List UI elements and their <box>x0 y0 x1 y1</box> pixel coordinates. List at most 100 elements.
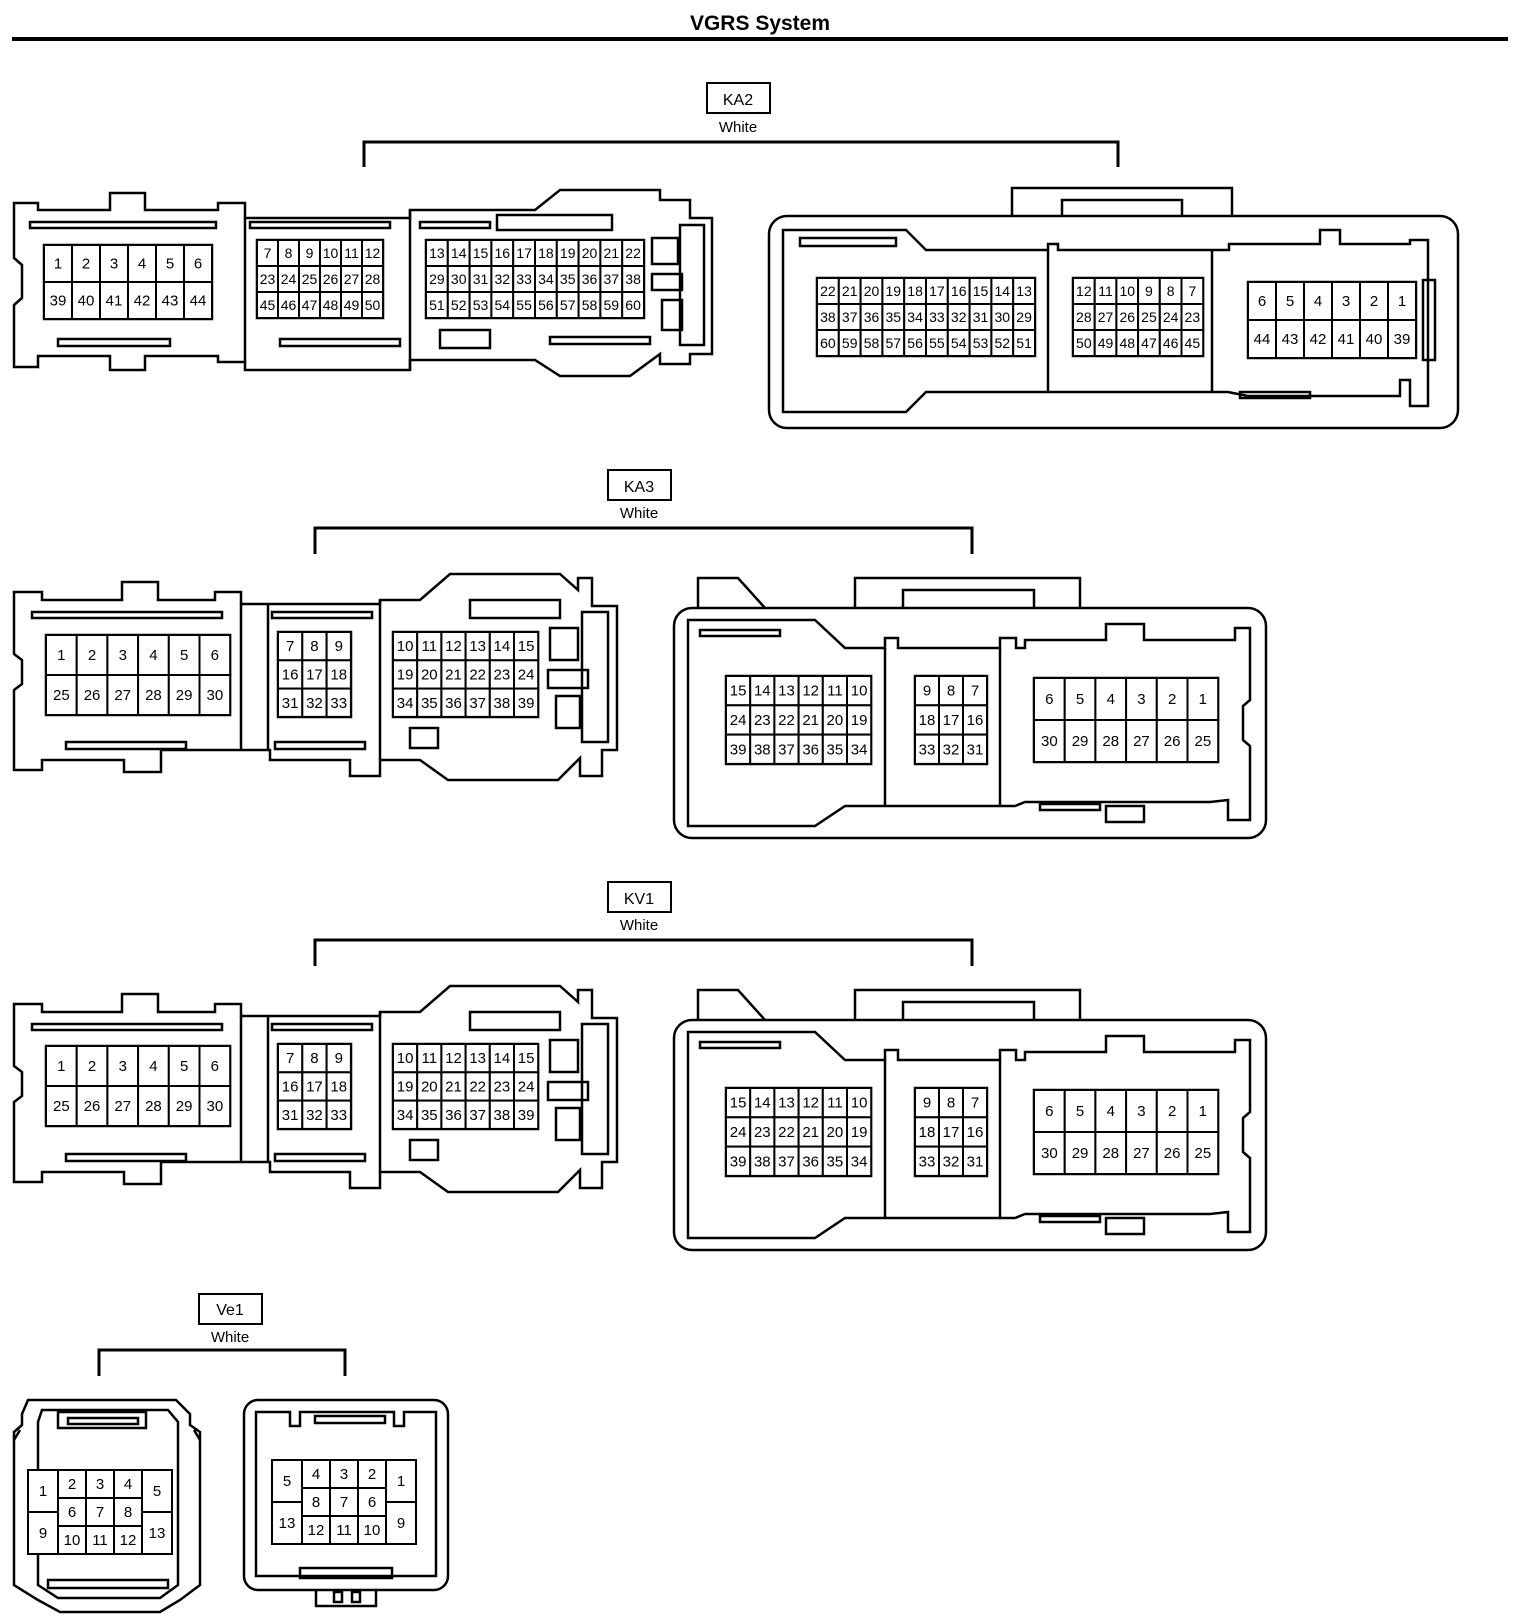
pin-number: 25 <box>302 271 318 287</box>
ka2-female-g3-pin: 1 <box>1387 281 1417 321</box>
pin-number: 3 <box>96 1476 104 1493</box>
pin-number: 38 <box>494 1107 511 1124</box>
kv1-male-g2-pin: 18 <box>325 1071 352 1102</box>
pin-number: 25 <box>1195 733 1212 750</box>
pin-number: 42 <box>1310 331 1327 348</box>
kv1-male-g2-pin: 31 <box>277 1099 304 1130</box>
ka2-female-g1-pin: 21 <box>837 277 862 305</box>
ka3-male-g2-pin: 31 <box>277 687 304 718</box>
pin-number: 36 <box>582 271 598 287</box>
pin-number: 2 <box>88 647 96 664</box>
pin-number: 10 <box>1119 283 1135 299</box>
pin-number: 13 <box>149 1525 166 1542</box>
kv1-female-g3-pin: 2 <box>1155 1089 1189 1133</box>
ka2-male-g3-pin: 18 <box>534 239 558 267</box>
pin-number: 30 <box>1041 1145 1058 1162</box>
pin-number: 15 <box>973 283 989 299</box>
pin-number: 39 <box>1394 331 1411 348</box>
pin-number: 6 <box>211 1058 219 1075</box>
pin-number: 9 <box>39 1525 47 1542</box>
pin-number: 1 <box>397 1473 405 1490</box>
ka3-female-g1-pin: 39 <box>725 733 752 765</box>
ve1-female-pin: 13 <box>271 1501 303 1545</box>
ka2-female-g2-pin: 49 <box>1093 329 1118 357</box>
kv1-male-g2-pin: 32 <box>301 1099 328 1130</box>
pin-number: 32 <box>943 741 960 758</box>
ka3-male-g3-pin: 13 <box>464 631 491 662</box>
kv1-male-g3-pin: 12 <box>440 1043 467 1074</box>
kv1-male-g1-pin: 2 <box>75 1045 109 1087</box>
ka3-male-g3-pin: 38 <box>488 687 515 718</box>
pin-number: 11 <box>336 1522 352 1539</box>
kv1-female-g1-pin: 20 <box>821 1116 848 1148</box>
pin-number: 1 <box>57 1058 65 1075</box>
ka3-female-g2-pin: 9 <box>914 675 940 707</box>
pin-number: 7 <box>340 1494 348 1511</box>
pin-number: 14 <box>754 683 771 700</box>
pin-number: 34 <box>907 309 923 325</box>
ka3-male-g3-pin: 23 <box>488 659 515 690</box>
ka2-color: White <box>719 119 757 136</box>
ka3-male-g3-pin: 10 <box>392 631 419 662</box>
pin-number: 30 <box>995 309 1011 325</box>
pin-number: 24 <box>281 271 297 287</box>
ve1-label-box <box>198 1293 263 1325</box>
ka3-male-g3-pin: 14 <box>488 631 515 662</box>
pin-number: 8 <box>312 1494 320 1511</box>
ka2-male-g3-pin: 22 <box>621 239 646 267</box>
pin-number: 28 <box>1076 309 1092 325</box>
ka2-male-g3-pin: 16 <box>490 239 515 267</box>
pin-number: 3 <box>1342 293 1350 310</box>
kv1-male-g3-pin: 34 <box>392 1099 419 1130</box>
pin-number: 23 <box>494 666 511 683</box>
pin-number: 36 <box>802 1153 819 1170</box>
pin-number: 8 <box>947 1095 955 1112</box>
pin-number: 14 <box>754 1095 771 1112</box>
ka2-female-g1-pin: 51 <box>1012 329 1037 357</box>
pin-number: 53 <box>473 297 489 313</box>
pin-number: 30 <box>451 271 467 287</box>
pin-number: 3 <box>1137 691 1145 708</box>
kv1-color: White <box>620 917 658 934</box>
ka2-female-g3-pin: 44 <box>1247 319 1277 359</box>
ka3-female-g3-pin: 27 <box>1125 719 1158 763</box>
ka2-male-g3-pin: 35 <box>555 265 580 293</box>
ka3-female-g1-pin: 14 <box>749 675 776 707</box>
pin-number: 15 <box>473 245 489 261</box>
pin-number: 31 <box>282 695 299 712</box>
kv1-male-g2-pin: 7 <box>277 1043 304 1074</box>
pin-number: 4 <box>138 256 146 273</box>
ka3-label: KA3 <box>624 479 654 496</box>
ka3-female-g3-pin: 5 <box>1063 677 1097 721</box>
pin-number: 26 <box>84 687 101 704</box>
pin-number: 5 <box>283 1473 291 1490</box>
ve1-female-pin: 3 <box>329 1459 359 1489</box>
pin-number: 14 <box>451 245 467 261</box>
pin-number: 34 <box>851 741 868 758</box>
kv1-male-g3-pin: 39 <box>513 1099 540 1130</box>
ka2-female-g2-pin: 7 <box>1180 277 1205 305</box>
pin-number: 36 <box>445 695 462 712</box>
pin-number: 32 <box>306 695 323 712</box>
pin-number: 20 <box>827 1124 844 1141</box>
pin-number: 38 <box>494 695 511 712</box>
pin-number: 47 <box>302 297 318 313</box>
pin-number: 29 <box>1072 733 1089 750</box>
pin-number: 5 <box>1286 293 1294 310</box>
pin-number: 11 <box>827 683 843 700</box>
ka2-male-g1-pin: 2 <box>71 244 101 283</box>
ka3-male-g1-pin: 4 <box>137 634 170 676</box>
ve1-male-pin: 6 <box>57 1497 87 1527</box>
ka3-male-g3-pin: 37 <box>464 687 491 718</box>
ka3-male-g1-pin: 1 <box>45 634 78 676</box>
ka2-female-g2-pin: 28 <box>1072 303 1096 331</box>
ka2-female-g3-pin: 40 <box>1359 319 1389 359</box>
kv1-male-g1-pin: 1 <box>45 1045 78 1087</box>
pin-number: 59 <box>604 297 620 313</box>
pin-number: 32 <box>306 1107 323 1124</box>
pin-number: 37 <box>778 1153 795 1170</box>
pin-number: 29 <box>1016 309 1032 325</box>
ka3-male-g3-pin: 39 <box>513 687 540 718</box>
pin-number: 41 <box>106 293 123 310</box>
ka2-female-g3-pin: 3 <box>1331 281 1361 321</box>
